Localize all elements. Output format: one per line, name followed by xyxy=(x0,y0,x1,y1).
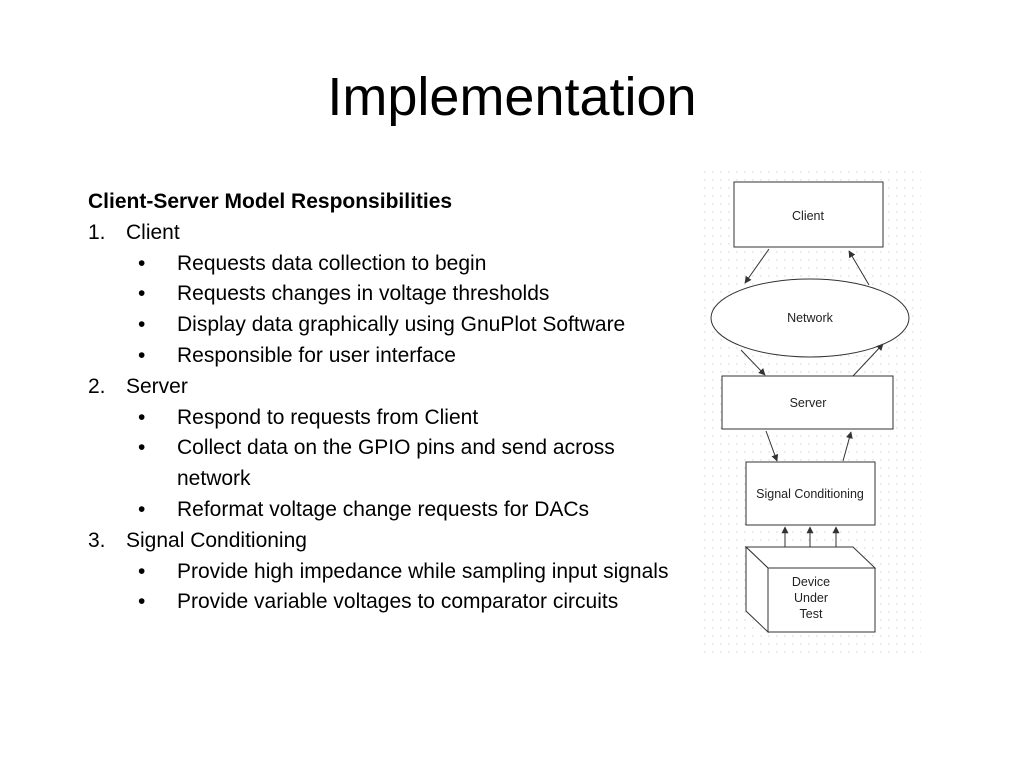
bullet-list: • Respond to requests from Client • Collect… xyxy=(88,403,688,526)
sections-list: 1. Client • Requests data collection to beg… xyxy=(88,218,688,618)
device-under-test-box xyxy=(744,545,877,634)
bullet-dot-icon: • xyxy=(138,590,146,614)
bullet-item: • Responsible for user interface xyxy=(88,341,688,372)
section-number: 1. xyxy=(88,220,106,244)
client-box-label: Client xyxy=(792,209,824,223)
section-item: 3. Signal Conditioning xyxy=(88,526,688,557)
bullet-text: Requests changes in voltage thresholds xyxy=(177,282,550,306)
bullet-text: Provide variable voltages to comparator … xyxy=(177,590,619,614)
bullet-dot-icon: • xyxy=(138,436,146,460)
bullet-text: Respond to requests from Client xyxy=(177,405,479,429)
server-box-label: Server xyxy=(790,396,827,410)
section-item: 1. Client xyxy=(88,218,688,249)
server-box xyxy=(721,375,894,430)
bullet-text: Requests data collection to begin xyxy=(177,251,487,275)
arrow-server-to-signal xyxy=(765,430,779,462)
bullet-dot-icon: • xyxy=(138,497,146,521)
architecture-diagram: Client Network Server Signal Conditionin… xyxy=(703,170,921,656)
arrow-network-to-server xyxy=(740,349,766,376)
section-label: Server xyxy=(126,374,188,398)
bullet-text: Responsible for user interface xyxy=(177,343,456,367)
slide-title: Implementation xyxy=(327,67,697,127)
bullet-item: • Requests changes in voltage thresholds xyxy=(88,279,688,310)
client-box xyxy=(733,181,884,248)
bullet-text: Reformat voltage change requests for DAC… xyxy=(177,497,590,521)
bullet-text: Provide high impedance while sampling in… xyxy=(177,559,669,583)
section-item: 2. Server xyxy=(88,372,688,403)
section-number: 3. xyxy=(88,528,106,552)
bullet-dot-icon: • xyxy=(138,282,146,306)
bullet-dot-icon: • xyxy=(138,343,146,367)
section-number: 2. xyxy=(88,374,106,398)
dut-label-line-2: Under xyxy=(794,591,828,605)
bullet-item: • Provide variable voltages to comparator… xyxy=(88,587,688,618)
bullet-item: • Reformat voltage change requests for DA… xyxy=(88,495,688,526)
network-ellipse-label: Network xyxy=(787,311,834,325)
bullet-text: Collect data on the GPIO pins and send a… xyxy=(177,436,615,491)
bullet-dot-icon: • xyxy=(138,251,146,275)
bullet-text: Display data graphically using GnuPlot S… xyxy=(177,313,626,337)
bullet-dot-icon: • xyxy=(138,405,146,429)
arrow-network-to-client xyxy=(848,250,870,286)
bullet-item: • Requests data collection to begin xyxy=(88,249,688,280)
bullet-list: • Provide high impedance while sampling i… xyxy=(88,557,688,619)
arrow-client-to-network xyxy=(744,248,770,284)
bullet-item: • Respond to requests from Client xyxy=(88,403,688,434)
section-label: Signal Conditioning xyxy=(126,528,307,552)
dut-label-line-3: Test xyxy=(800,607,823,621)
content-heading: Client-Server Model Responsibilities xyxy=(88,190,453,213)
arrow-signal-to-server xyxy=(842,431,853,462)
bullet-item: • Display data graphically using GnuPlot … xyxy=(88,310,688,341)
bullet-item: • Collect data on the GPIO pins and send … xyxy=(88,433,688,495)
arrow-server-to-network xyxy=(852,343,884,377)
signal-conditioning-box xyxy=(745,461,876,526)
bullet-dot-icon: • xyxy=(138,313,146,337)
section-label: Client xyxy=(126,220,180,244)
network-ellipse xyxy=(710,278,910,358)
signal-conditioning-label: Signal Conditioning xyxy=(756,487,864,501)
content-area: Client-Server Model Responsibilities 1. C… xyxy=(88,187,688,618)
bullet-list: • Requests data collection to begin • Reque… xyxy=(88,249,688,372)
bullet-item: • Provide high impedance while sampling i… xyxy=(88,557,688,588)
bullet-dot-icon: • xyxy=(138,559,146,583)
dut-label-line-1: Device xyxy=(792,575,830,589)
